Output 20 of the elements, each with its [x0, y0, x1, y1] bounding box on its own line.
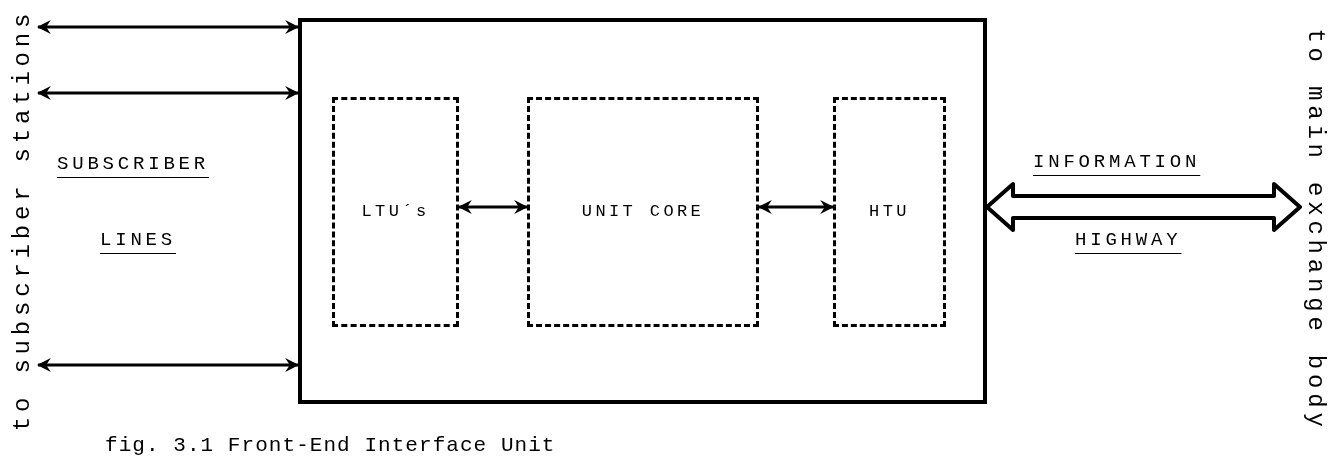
underlined-label: INFORMATION: [1033, 150, 1201, 175]
block-label: LTU´s: [360, 201, 431, 223]
side-label: to subscriber stations: [5, 8, 41, 432]
arrow: [757, 200, 835, 214]
block-label: UNIT CORE: [580, 201, 706, 223]
dashed-block: [332, 97, 459, 327]
dashed-block: [833, 97, 946, 327]
arrow: [36, 86, 300, 100]
double-arrow: [985, 182, 1302, 232]
arrow: [457, 200, 529, 214]
underlined-label: SUBSCRIBER: [57, 152, 210, 177]
side-label: to main exchange body: [1297, 28, 1333, 432]
unit-box: [298, 18, 987, 404]
underlined-label: HIGHWAY: [1075, 228, 1182, 253]
underlined-label: LINES: [100, 228, 176, 253]
arrow: [36, 20, 300, 34]
dashed-block: [527, 97, 759, 327]
figure-caption: fig. 3.1 Front-End Interface Unit: [105, 433, 556, 459]
arrow: [36, 358, 300, 372]
block-label: HTU: [868, 201, 911, 223]
